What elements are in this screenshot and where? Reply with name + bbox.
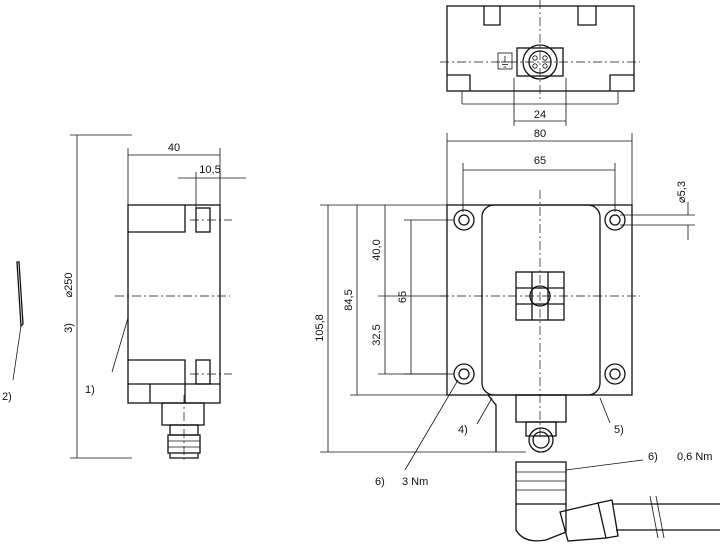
callout-6-mount: 6)	[375, 476, 385, 488]
dim-65v-label: 65	[397, 291, 409, 303]
dim-diameter-250: ⌀250	[63, 134, 132, 459]
side-view	[115, 204, 232, 460]
center-slot	[515, 271, 565, 321]
callout-3: 3)	[63, 323, 75, 333]
dim-105-8-label: 105,8	[314, 314, 326, 342]
dim-105-8: 105,8	[314, 204, 496, 453]
dim-10-5: 10,5	[178, 164, 246, 208]
dim-hole-diameter: ⌀5,3	[620, 181, 695, 240]
callout-5: 5)	[614, 424, 624, 436]
thin-plate	[12, 261, 24, 381]
dim-84-5: 84,5	[343, 205, 447, 396]
dim-5-3-label: ⌀5,3	[676, 181, 688, 203]
dim-80: 80	[446, 128, 633, 210]
dim-80-label: 80	[534, 128, 546, 140]
dim-32-5-label: 32,5	[371, 324, 383, 345]
callout-1: 1)	[85, 384, 95, 396]
dim-40-0: 40,0	[371, 205, 447, 297]
dim-65-vertical: 65	[397, 219, 454, 375]
mounting-hole-br	[604, 363, 626, 385]
dim-10-5-label: 10,5	[199, 164, 220, 176]
front-view	[440, 190, 640, 453]
dim-32-5: 32,5	[371, 296, 447, 375]
dim-65h-label: 65	[534, 155, 546, 167]
ground-icon	[497, 52, 513, 70]
cable-plug	[515, 461, 720, 542]
torque-06nm: 0,6 Nm	[677, 451, 712, 463]
callout-6-cable: 6)	[648, 451, 658, 463]
torque-3nm: 3 Nm	[402, 476, 428, 488]
dim-40-label: 40	[168, 142, 180, 154]
dim-24: 24	[513, 78, 567, 126]
callout-2: 2)	[2, 391, 12, 403]
dim-65-horizontal: 65	[462, 155, 616, 212]
dim-40-0-label: 40,0	[371, 239, 383, 260]
top-view	[440, 0, 640, 105]
dim-84-5-label: 84,5	[343, 289, 355, 310]
mounting-hole-tl	[453, 209, 475, 231]
callout-4: 4)	[458, 424, 468, 436]
mounting-hole-tr	[604, 209, 626, 231]
dim-250-label: ⌀250	[63, 273, 75, 298]
dim-24-label: 24	[534, 109, 546, 121]
